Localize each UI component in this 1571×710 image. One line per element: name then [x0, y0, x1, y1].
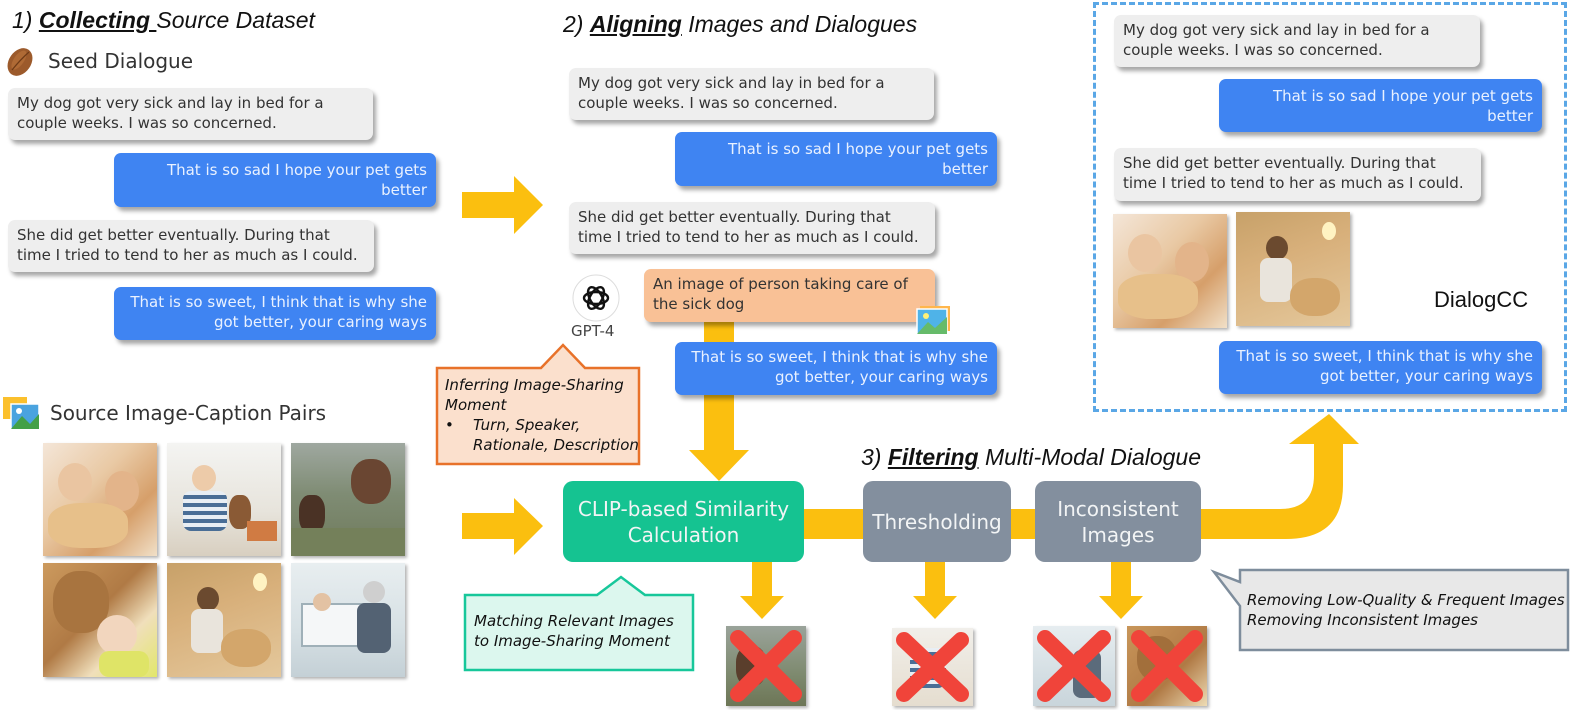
connector-threshold-inconsistent [1010, 509, 1036, 539]
drop-arrow-threshold-head [913, 596, 957, 619]
connector-clip-threshold [803, 509, 865, 539]
dialogcc-output-panel [1093, 2, 1567, 412]
gallery-image-icon [3, 397, 40, 430]
seed-message-4: That is so sweet, I think that is why sh… [114, 287, 436, 340]
source-image-woman-dog [167, 563, 281, 677]
arrow-to-clip [462, 498, 543, 555]
source-image-dog-baby [43, 563, 157, 677]
cross-icon [896, 632, 969, 702]
inferring-bullet: •Turn, Speaker, Rationale, Description [445, 416, 639, 454]
source-image-hospital [291, 563, 405, 677]
source-image-horses [291, 443, 405, 556]
clip-similarity-box: CLIP-based Similarity Calculation [563, 481, 804, 562]
dialogcc-message-2: That is so sad I hope your pet gets bett… [1219, 79, 1542, 132]
arrow-to-alignment [462, 176, 543, 234]
arrow-gpt-down-head [689, 450, 749, 481]
dialogcc-message-4: That is so sweet, I think that is why sh… [1219, 341, 1542, 394]
aligned-message-3: She did get better eventually. During th… [569, 202, 935, 254]
inferring-callout-shape [435, 343, 641, 466]
matching-callout-shape [463, 575, 695, 672]
gpt-label: GPT-4 [571, 322, 615, 340]
section-3-heading: 3) Filtering Multi-Modal Dialogue [861, 444, 1202, 470]
source-image-person-dog [43, 443, 157, 556]
drop-arrow-threshold-stem [925, 560, 945, 598]
removing-callout-shape [1210, 568, 1570, 652]
inconsistent-images-box: Inconsistent Images [1035, 481, 1201, 562]
picture-icon [916, 306, 950, 335]
aligned-message-4: That is so sweet, I think that is why sh… [675, 342, 997, 395]
cross-icon [730, 630, 802, 702]
seed-message-3: She did get better eventually. During th… [8, 220, 374, 272]
source-pairs-label: Source Image-Caption Pairs [50, 401, 327, 425]
matching-callout: Matching Relevant Images to Image-Sharin… [474, 612, 674, 650]
image-description-bubble: An image of person taking care of the si… [644, 269, 935, 322]
inferring-callout: Inferring Image-Sharing Moment •Turn, Sp… [445, 375, 641, 455]
removing-callout: Removing Low-Quality & Frequent Images R… [1247, 590, 1565, 630]
aligned-message-1: My dog got very sick and lay in bed for … [569, 68, 934, 120]
source-image-child-bed [167, 443, 281, 556]
dialogcc-label: DialogCC [1434, 287, 1529, 312]
section-1-heading: 1) Collecting Source Dataset [12, 7, 315, 33]
dialogcc-message-3: She did get better eventually. During th… [1114, 148, 1481, 201]
drop-arrow-clip-head [740, 596, 784, 619]
removing-line-1: Removing Low-Quality & Frequent Images [1247, 591, 1565, 609]
seed-dialogue-label: Seed Dialogue [48, 49, 194, 73]
drop-arrow-clip-stem [752, 560, 772, 598]
dialogcc-image-person-dog [1113, 214, 1227, 328]
cross-icon [1037, 630, 1111, 702]
drop-arrow-inconsistent-stem [1111, 560, 1131, 598]
drop-arrow-inconsistent-head [1099, 596, 1143, 619]
seed-message-2: That is so sad I hope your pet gets bett… [114, 153, 436, 207]
arrow-to-dialogcc [1200, 414, 1359, 539]
removing-line-2: Removing Inconsistent Images [1247, 611, 1478, 629]
almond-seed-icon [7, 48, 33, 76]
dialogcc-message-1: My dog got very sick and lay in bed for … [1114, 15, 1480, 67]
seed-message-1: My dog got very sick and lay in bed for … [8, 88, 373, 140]
aligned-message-2: That is so sad I hope your pet gets bett… [675, 132, 997, 186]
cross-icon [1131, 630, 1203, 702]
thresholding-box: Thresholding [863, 481, 1011, 562]
openai-logo-icon [572, 274, 620, 322]
section-2-heading: 2) Aligning Images and Dialogues [563, 11, 918, 37]
dialogcc-image-woman-dog [1236, 212, 1350, 326]
inferring-title: Inferring Image-Sharing Moment [445, 376, 624, 414]
